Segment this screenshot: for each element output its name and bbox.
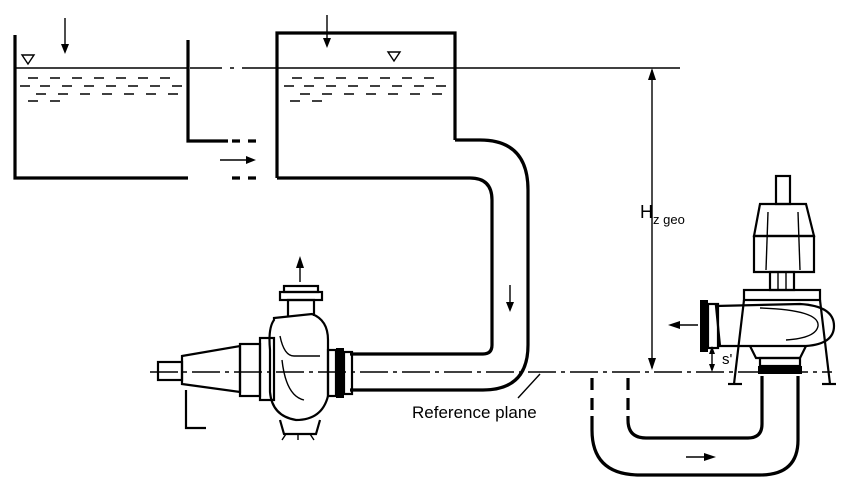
discharge-up-arrow-icon	[296, 256, 304, 268]
reference-plane-label: Reference plane	[412, 403, 537, 422]
submergence-arrow-down-icon	[709, 364, 715, 372]
water-level-triangle-icon	[20, 54, 36, 66]
left-tank-water-lines	[20, 77, 182, 102]
inflow-arrow-icon	[61, 44, 69, 54]
discharge-left-arrow-icon	[668, 321, 680, 329]
vertical-pump: s'	[668, 174, 836, 386]
height-label: Hz geo	[640, 202, 685, 227]
submergence-arrow-up-icon	[709, 346, 715, 354]
suction-pipe	[277, 138, 530, 392]
dimension-arrow-up-icon	[648, 68, 656, 80]
dimension-arrow-down-icon	[648, 358, 656, 370]
height-dimension: Hz geo	[640, 68, 685, 370]
water-level-triangle-icon	[386, 51, 402, 63]
inflow-arrow-icon	[323, 38, 331, 48]
submergence-label: s'	[722, 351, 733, 368]
intake-pipe	[590, 376, 800, 477]
right-tank-water-lines	[284, 77, 446, 102]
left-tank	[13, 18, 256, 180]
horizontal-pump	[156, 256, 354, 441]
outflow-arrow-icon	[246, 156, 256, 164]
flow-down-arrow-icon	[506, 302, 514, 312]
right-tank	[275, 15, 680, 178]
intake-flow-arrow-icon	[704, 453, 716, 461]
